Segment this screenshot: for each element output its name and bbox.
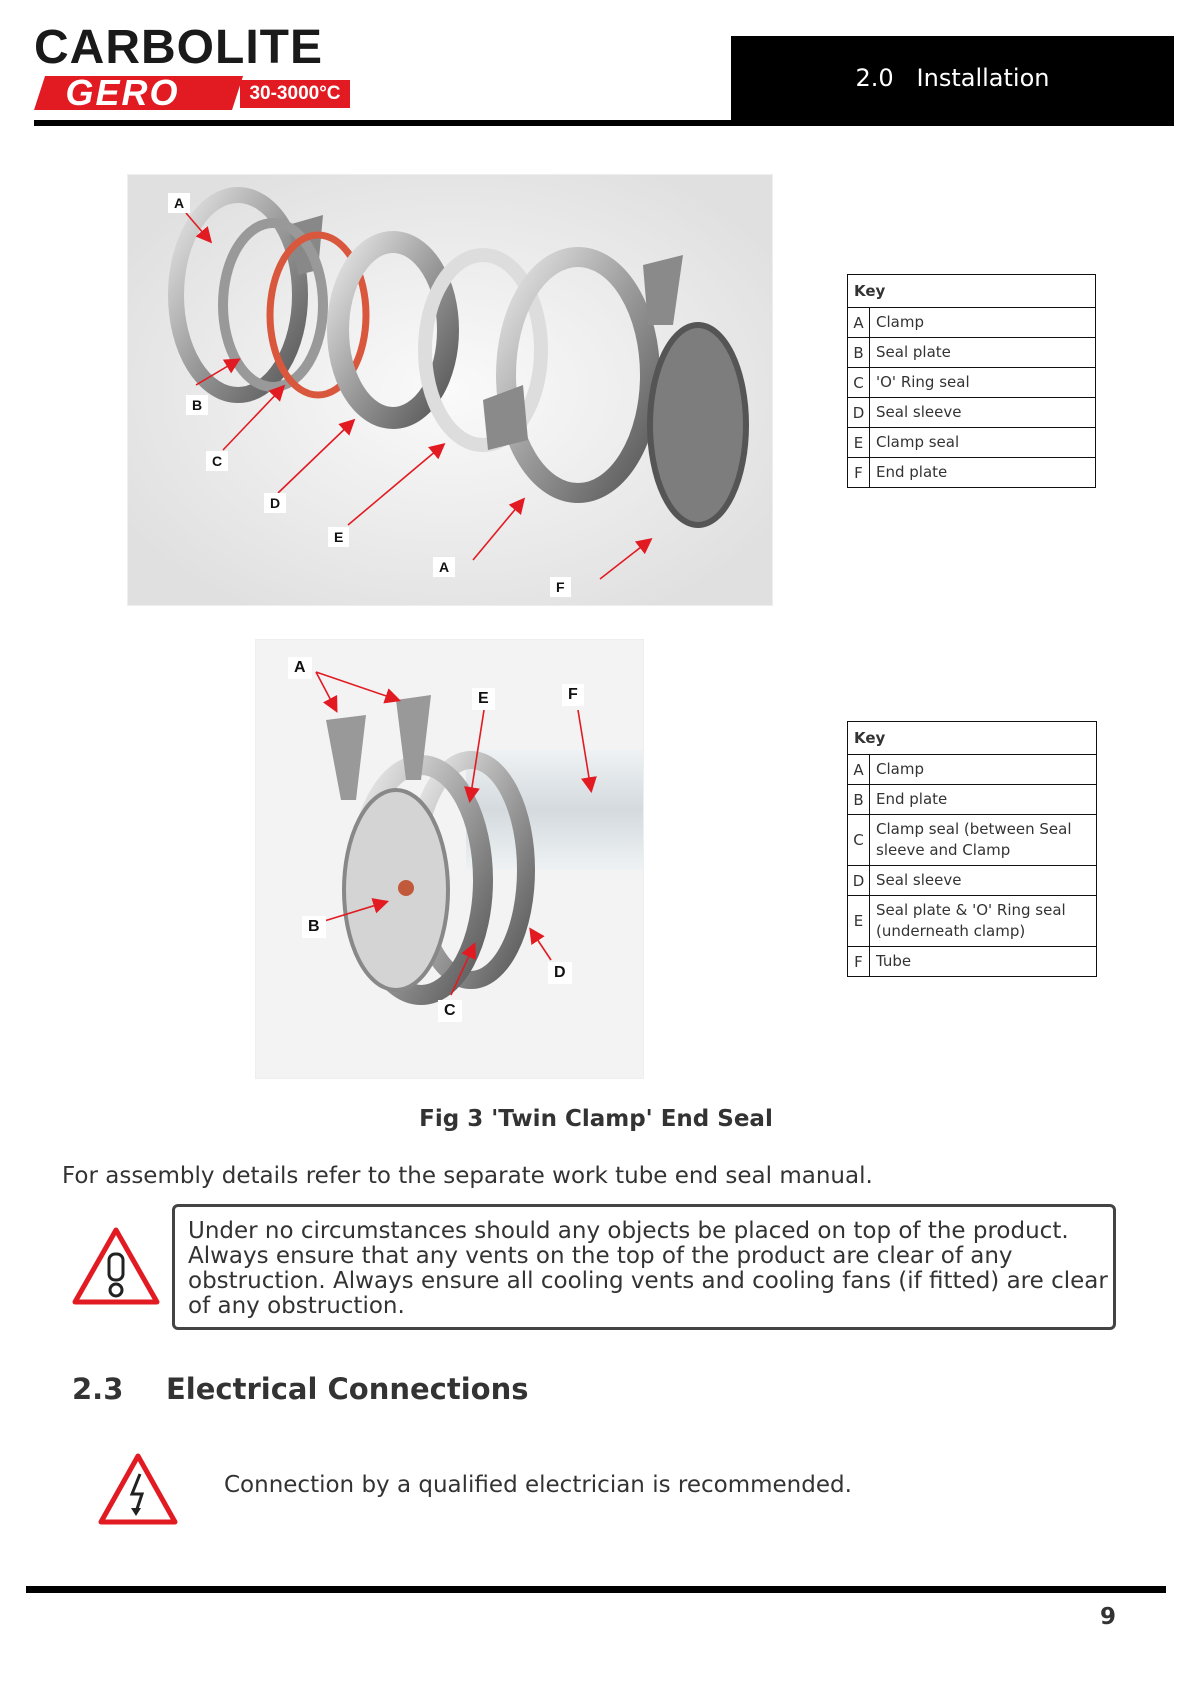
exploded-view-figure: A B C D E A F: [127, 174, 773, 606]
end-plate: [342, 788, 450, 992]
logo-brand-top: CARBOLITE: [34, 21, 323, 74]
clamp-seal: [418, 248, 548, 452]
carbolite-gero-logo: CARBOLITE GERO 30-3000°C: [34, 24, 354, 114]
callout-b: B: [186, 395, 209, 415]
callout-e: E: [472, 688, 495, 710]
key-title: Key: [847, 721, 1097, 755]
section-heading: 2.3 Electrical Connections: [72, 1372, 529, 1406]
callout-a: A: [288, 657, 312, 679]
footer-rule: [26, 1586, 1166, 1593]
callout-f: F: [550, 577, 571, 597]
end-plate: [647, 322, 749, 528]
callout-e: E: [328, 527, 350, 547]
callout-a-second: A: [433, 557, 456, 577]
callout-d: D: [548, 962, 572, 984]
o-ring: [266, 231, 370, 399]
assembled-view-figure: A E F B C D: [255, 639, 644, 1079]
assembly-note: For assembly details refer to the separa…: [62, 1163, 873, 1189]
warning-text: Under no circumstances should any object…: [188, 1218, 1108, 1319]
section-title: Electrical Connections: [166, 1372, 529, 1406]
clamp-ring-right: [496, 247, 660, 503]
callout-c: C: [438, 1000, 462, 1022]
section-banner: 2.0 Installation: [731, 36, 1174, 120]
logo-temperature-badge: 30-3000°C: [240, 80, 350, 108]
hazard-warning-icon: [70, 1224, 162, 1308]
electrical-note: Connection by a qualified electrician is…: [224, 1472, 852, 1498]
figure-caption: Fig 3 'Twin Clamp' End Seal: [419, 1106, 773, 1132]
page-number: 9: [1100, 1604, 1117, 1630]
callout-c: C: [206, 451, 229, 471]
section-number: 2.3: [72, 1372, 124, 1406]
electric-hazard-icon: [96, 1450, 180, 1528]
logo-gero-text: GERO: [65, 72, 180, 113]
key-title: Key: [847, 274, 1096, 308]
callout-b: B: [302, 916, 326, 938]
header-rule: [34, 120, 1174, 126]
logo-gero-band: GERO: [34, 72, 244, 113]
seal-sleeve: [327, 231, 459, 429]
clamp-ring-left: [168, 187, 308, 403]
exploded-view-illustration: [128, 175, 772, 605]
callout-f: F: [562, 684, 584, 706]
logo-brand-bottom: GERO 30-3000°C: [34, 72, 354, 113]
assembled-view-illustration: [256, 640, 643, 1078]
callout-a: A: [168, 193, 191, 213]
warning-box: Under no circumstances should any object…: [172, 1204, 1116, 1330]
callout-d: D: [264, 493, 287, 513]
table-row: C'O' Ring seal: [847, 367, 1096, 398]
